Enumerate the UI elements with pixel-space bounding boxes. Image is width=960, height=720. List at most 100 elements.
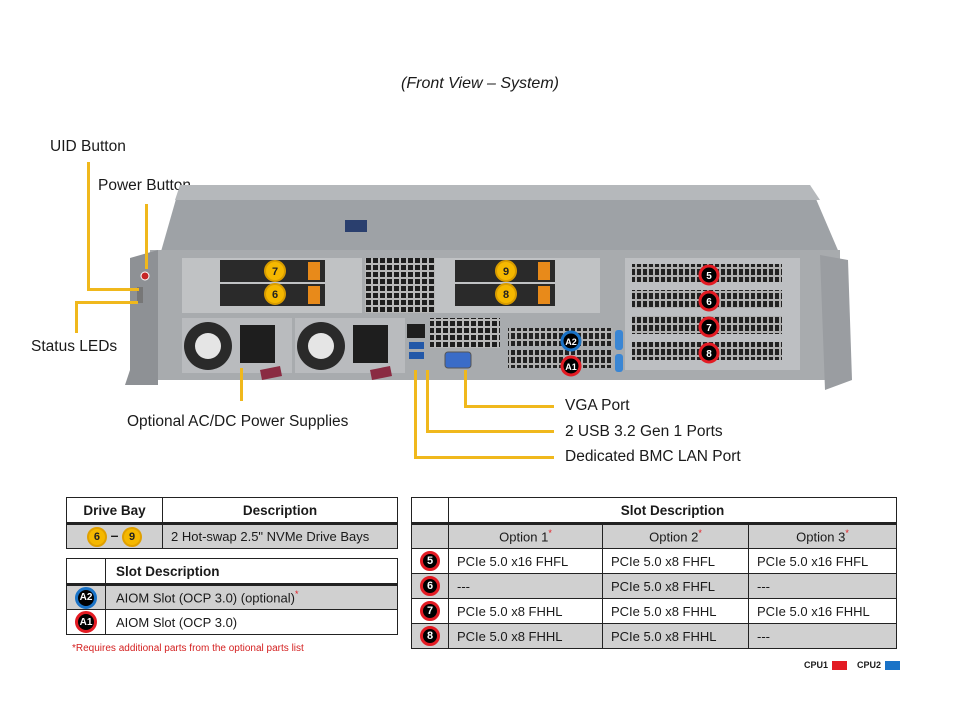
table-row: A2 AIOM Slot (OCP 3.0) (optional)* — [66, 584, 398, 610]
chassis-badge-drive-6: 6 — [264, 283, 286, 305]
drive-bay-header: Drive Bay — [66, 497, 163, 525]
option-1-header: Option 1 — [499, 529, 549, 545]
drive-bay-description: 2 Hot-swap 2.5" NVMe Drive Bays — [162, 523, 398, 549]
bmc-leader-line — [414, 370, 417, 459]
svg-text:7: 7 — [706, 323, 712, 334]
status-leader-line — [75, 301, 138, 304]
legend-cpu2-swatch — [885, 660, 901, 670]
aiom-description: AIOM Slot (OCP 3.0) — [116, 614, 238, 630]
asterisk: * — [698, 528, 702, 539]
drive-badge-from: 6 — [86, 526, 107, 547]
left-rack-ear — [125, 250, 158, 385]
asterisk: * — [294, 589, 299, 600]
bmc-lan-port-icon — [407, 324, 425, 338]
table-row: 7 PCIe 5.0 x8 FHHL PCIe 5.0 x8 FHHL PCIe… — [411, 598, 897, 624]
slot-badge: 5 — [420, 551, 440, 571]
table-row: 5 PCIe 5.0 x16 FHFL PCIe 5.0 x8 FHFL PCI… — [411, 548, 897, 574]
power-button-icon — [140, 271, 150, 281]
option-3-header: Option 3 — [796, 529, 846, 545]
asterisk: * — [548, 528, 552, 539]
chassis-badge-drive-8: 8 — [495, 283, 517, 305]
callout-status-leds: Status LEDs — [31, 338, 118, 355]
chassis-badge-drive-7: 7 — [264, 260, 286, 282]
chassis-badge-aiom-a1: A1 — [560, 355, 582, 377]
slot-cell: PCIe 5.0 x16 FHFL — [748, 548, 897, 574]
callout-power-supplies: Optional AC/DC Power Supplies — [127, 413, 349, 430]
slot-description-header: Slot Description — [448, 497, 897, 525]
pcie-slot-table: Slot Description Option 1* Option 2* Opt… — [411, 497, 897, 649]
aiom-slot-table: Slot Description A2 AIOM Slot (OCP 3.0) … — [66, 558, 398, 635]
slot-cell: PCIe 5.0 x8 FHHL — [448, 598, 603, 624]
power-leader-line — [145, 204, 148, 269]
footnote: *Requires additional parts from the opti… — [72, 643, 304, 654]
aiom-description: AIOM Slot (OCP 3.0) (optional) — [116, 590, 295, 606]
usb-leader-line — [426, 430, 554, 433]
slot-cell: PCIe 5.0 x8 FHHL — [448, 623, 603, 649]
svg-text:6: 6 — [272, 289, 278, 301]
slot-cell: PCIe 5.0 x8 FHFL — [602, 548, 749, 574]
chassis-badge-drive-9: 9 — [495, 260, 517, 282]
slot-cell: PCIe 5.0 x8 FHFL — [602, 573, 749, 599]
svg-text:8: 8 — [503, 289, 509, 301]
slot-badge: 6 — [420, 576, 440, 596]
drive-bay-table: Drive Bay Description 6 – 9 2 Hot-swap 2… — [66, 497, 398, 549]
legend-cpu1-label: CPU1 — [804, 660, 829, 670]
table-row: 8 PCIe 5.0 x8 FHHL PCIe 5.0 x8 FHHL --- — [411, 623, 897, 649]
option-2-header: Option 2 — [649, 529, 699, 545]
slot-badge: 7 — [420, 601, 440, 621]
cpu-legend: CPU1 CPU2 — [804, 660, 901, 670]
range-separator: – — [110, 526, 119, 543]
legend-cpu2-label: CPU2 — [857, 660, 882, 670]
svg-text:9: 9 — [503, 266, 509, 278]
callout-bmc-lan: Dedicated BMC LAN Port — [565, 448, 741, 465]
chassis-badge-slot-8: 8 — [698, 342, 720, 364]
table-row: 6 --- PCIe 5.0 x8 FHFL --- — [411, 573, 897, 599]
callout-usb-ports: 2 USB 3.2 Gen 1 Ports — [565, 423, 723, 440]
vga-leader-line — [464, 370, 467, 408]
chassis-badge-slot-7: 7 — [698, 316, 720, 338]
slot-cell: --- — [748, 623, 897, 649]
view-caption: (Front View – System) — [401, 75, 559, 92]
bmc-leader-line — [414, 456, 554, 459]
aiom-badge-a2: A2 — [75, 586, 97, 609]
server-chassis-image: 7 6 9 8 5 6 7 8 A2 A1 — [125, 185, 852, 390]
legend-cpu1-swatch — [832, 660, 848, 670]
slot-cell: PCIe 5.0 x16 FHFL — [448, 548, 603, 574]
table-row: 6 – 9 2 Hot-swap 2.5" NVMe Drive Bays — [66, 523, 398, 549]
chassis-badge-slot-5: 5 — [698, 264, 720, 286]
aiom-badge-a1: A1 — [75, 611, 97, 633]
slot-cell: PCIe 5.0 x16 FHHL — [748, 598, 897, 624]
vga-port-icon — [444, 351, 472, 369]
svg-text:7: 7 — [272, 266, 278, 278]
psu-leader-line — [240, 368, 243, 401]
table-row: A1 AIOM Slot (OCP 3.0) — [66, 609, 398, 635]
right-rack-ear — [820, 255, 852, 390]
callout-uid-button: UID Button — [50, 138, 126, 155]
asterisk: * — [845, 528, 849, 539]
lid-latch-icon — [345, 220, 367, 232]
usb-leader-line — [426, 370, 429, 433]
status-leader-line — [75, 301, 78, 333]
slot-cell: PCIe 5.0 x8 FHHL — [602, 623, 749, 649]
aiom-slot-header: Slot Description — [105, 558, 398, 586]
svg-text:6: 6 — [706, 297, 712, 308]
callout-vga-port: VGA Port — [565, 397, 630, 414]
usb-port-icon — [409, 352, 424, 359]
usb-port-icon — [409, 342, 424, 349]
callout-power-button: Power Button — [98, 177, 192, 194]
slot-cell: --- — [748, 573, 897, 599]
svg-text:8: 8 — [706, 349, 712, 360]
description-header: Description — [162, 497, 398, 525]
chassis-badge-slot-6: 6 — [698, 290, 720, 312]
uid-leader-line — [87, 162, 90, 290]
svg-text:A2: A2 — [565, 337, 577, 347]
slot-cell: --- — [448, 573, 603, 599]
slot-badge: 8 — [420, 626, 440, 646]
svg-text:A1: A1 — [565, 362, 577, 372]
vga-leader-line — [464, 405, 554, 408]
uid-leader-line — [87, 288, 139, 291]
drive-badge-to: 9 — [122, 526, 143, 547]
chassis-badge-aiom-a2: A2 — [560, 330, 582, 352]
svg-text:5: 5 — [706, 271, 712, 282]
slot-cell: PCIe 5.0 x8 FHHL — [602, 598, 749, 624]
